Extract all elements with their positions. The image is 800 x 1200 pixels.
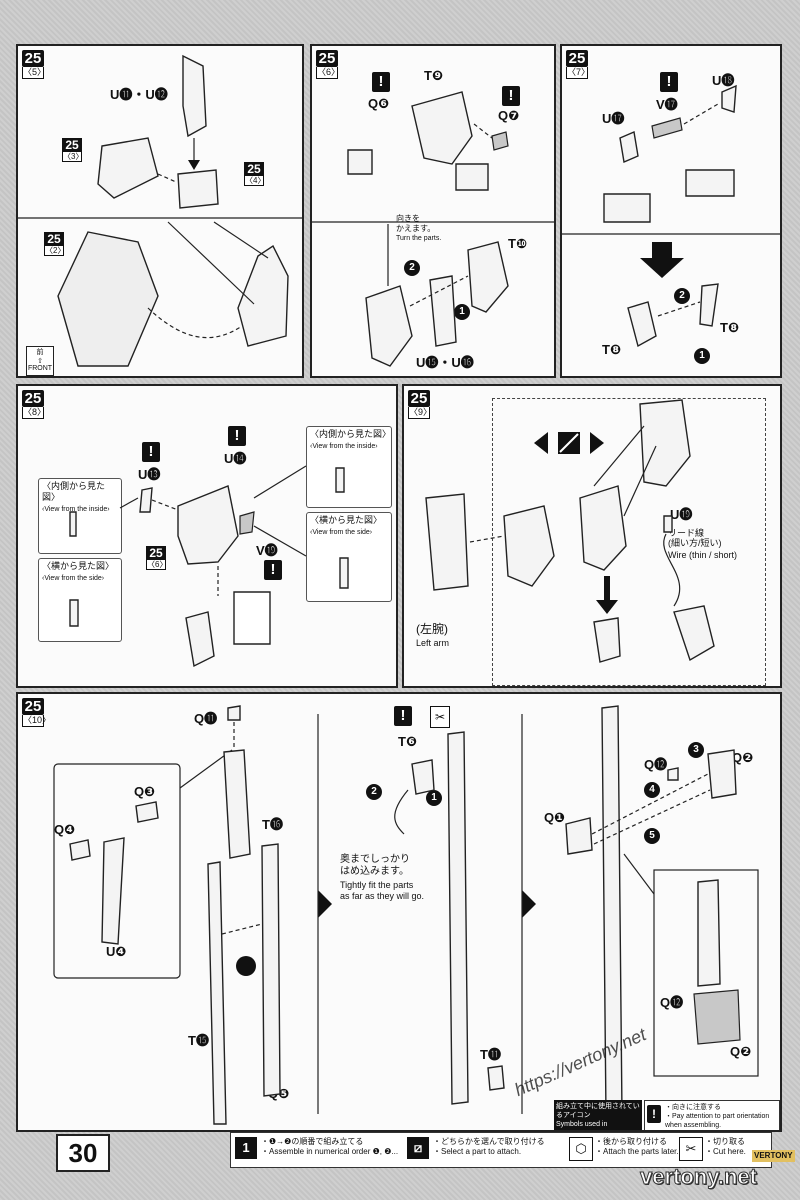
select-one-icon	[534, 430, 604, 456]
part-label-v17: V⓱	[656, 97, 678, 112]
panel-8-drawing	[69, 465, 349, 668]
caution-icon: !	[228, 426, 246, 446]
step-badge: 25〈5〉	[22, 50, 47, 79]
part-label-q4: Q❹	[54, 822, 76, 837]
legend-cut-here: ✂ ・切り取る・Cut here.	[679, 1135, 769, 1165]
part-label-t11: T⓫	[480, 1047, 501, 1062]
cut-icon: ✂	[679, 1137, 703, 1161]
cut-icon: ✂	[430, 706, 450, 728]
part-label-q3: Q❸	[134, 784, 156, 799]
part-label-q7: Q❼	[498, 108, 520, 123]
legend-numerical-order: 1 ・❶→❷の順番で組み立てる・Assemble in numerical or…	[235, 1135, 398, 1165]
wire-label-jp: リード線 (細い方/短い)	[668, 528, 722, 548]
panel-step-25-5: 25〈5〉 U⓫・U⓬ 25〈3〉 25〈4〉 25〈2〉 前 ⇧ FRONT	[16, 44, 304, 378]
caution-icon: !	[372, 72, 390, 92]
part-label-t9: T❾	[424, 68, 443, 83]
watermark-side: VERTONY	[752, 1150, 795, 1162]
panel-10-drawing	[53, 705, 759, 1125]
step-number-4: 4	[644, 782, 660, 798]
part-label-q12-top: Q⓬	[644, 757, 668, 772]
reference-badge-25-3: 25〈3〉	[62, 138, 84, 162]
front-indicator: 前 ⇧ FRONT	[26, 346, 54, 376]
attach-later-icon: ⬡	[569, 1137, 593, 1161]
panel-7-drawing	[562, 84, 780, 348]
inside-view-box-right: 〈内側から見た図〉 ‹View from the inside›	[306, 426, 392, 508]
part-label-u11-u12: U⓫・U⓬	[110, 87, 168, 102]
panel-6-drawing	[312, 91, 554, 367]
part-label-u15-u16: U⓯・U⓰	[416, 355, 474, 370]
part-label-q6: Q❻	[368, 96, 390, 111]
side-view-box-right: 〈横から見た図〉 ‹View from the side›	[306, 512, 392, 602]
part-label-u17: U⓱	[602, 111, 625, 126]
panel-step-25-9: 25〈9〉 U⓳ リード線 (細い方/短い) Wire (thin / shor…	[402, 384, 782, 688]
reference-badge-25-2: 25〈2〉	[44, 232, 66, 256]
part-label-q2-detail: Q❷	[730, 1044, 752, 1059]
left-arm-en: Left arm	[416, 638, 450, 648]
step-number-5: 5	[644, 828, 660, 844]
watermark-brand: vertony.net	[640, 1164, 758, 1190]
step-number-1: 1	[454, 304, 470, 320]
caution-icon: !	[394, 706, 412, 726]
step-badge: 25〈7〉	[566, 50, 591, 79]
part-label-u13: U⓭	[138, 467, 161, 482]
part-label-v19: V⓳	[256, 543, 278, 558]
select-part-icon: ⧄	[407, 1137, 429, 1159]
caution-icon: !	[142, 442, 160, 462]
part-label-t15: T⓯	[188, 1033, 209, 1048]
part-label-u18: U⓲	[712, 73, 735, 88]
turn-parts-jp: 向きを かえます。	[396, 214, 436, 233]
step-badge: 25〈9〉	[408, 390, 433, 419]
part-label-t8-left: T❽	[602, 342, 621, 357]
wire-label-en: Wire (thin / short)	[668, 550, 738, 560]
part-label-u14: U⓮	[224, 451, 247, 466]
panel-step-25-8: 25〈8〉 ! U⓭ ! U⓮ V⓳ ! 25〈6〉 〈内側から見た図〉 ‹Vi…	[16, 384, 398, 688]
step-number-2: 2	[674, 288, 690, 304]
part-label-u4: U❹	[106, 944, 127, 959]
caution-icon: !	[502, 86, 520, 106]
page-number: 30	[56, 1134, 110, 1172]
symbols-note: 組み立て中に使用されているアイコン Symbols used in instru…	[554, 1100, 642, 1130]
side-view-box-left: 〈横から見た図〉 ‹View from the side›	[38, 558, 122, 642]
step-number-2: 2	[404, 260, 420, 276]
front-arrow-icon: ⇧	[37, 358, 43, 365]
part-label-u19: U⓳	[670, 507, 693, 522]
part-label-t6: T❻	[398, 734, 417, 749]
inside-view-box-left: 〈内側から見た図〉 ‹View from the inside›	[38, 478, 122, 554]
tightly-fit-jp: 奥までしっかり はめ込みます。	[340, 854, 410, 877]
panel-step-25-10: 25〈10〉 Q⓫ Q❸ Q❹ U❹ T⓰ T⓯ Q❺ ! ✂ T❻ 奥までしっ…	[16, 692, 782, 1132]
numerical-order-icon: 1	[235, 1137, 257, 1159]
caution-icon: !	[660, 72, 678, 92]
step-number-3: 3	[688, 742, 704, 758]
panel-9-drawing	[425, 399, 715, 663]
step-number-2: 2	[366, 784, 382, 800]
step-number-1: 1	[694, 348, 710, 364]
caution-icon: !	[647, 1105, 661, 1123]
part-label-q11: Q⓫	[194, 711, 218, 726]
reference-badge-25-6: 25〈6〉	[146, 546, 168, 570]
legend-attach-later: ⬡ ・後から取り付ける・Attach the parts later.	[569, 1135, 679, 1165]
part-label-t8-right: T❽	[720, 320, 739, 335]
caution-icon: !	[264, 560, 282, 580]
step-badge: 25〈10〉	[22, 698, 52, 727]
part-label-q1: Q❶	[544, 810, 566, 825]
left-arm-jp: (左腕)	[416, 622, 448, 636]
step-badge: 25〈8〉	[22, 390, 47, 419]
panel-5-drawing	[18, 54, 302, 367]
reference-badge-25-4: 25〈4〉	[244, 162, 266, 186]
tightly-fit-en: Tightly fit the parts as far as they wil…	[340, 880, 425, 901]
symbol-legend: 1 ・❶→❷の順番で組み立てる・Assemble in numerical or…	[230, 1132, 772, 1168]
part-label-t16: T⓰	[262, 817, 283, 832]
selection-area	[492, 398, 766, 686]
panel-step-25-7: 25〈7〉 U⓲ ! V⓱ U⓱ T❽ T❽ 2 1	[560, 44, 782, 378]
step-badge: 25〈6〉	[316, 50, 341, 79]
turn-parts-en: Turn the parts.	[396, 235, 442, 242]
part-label-q2-top: Q❷	[732, 750, 754, 765]
part-label-t10: T❿	[508, 236, 527, 251]
step-number-1: 1	[426, 790, 442, 806]
panel-step-25-6: 25〈6〉 ! T❾ Q❻ ! Q❼ 向きを かえます。 Turn the pa…	[310, 44, 556, 378]
part-label-q12-detail: Q⓬	[660, 995, 684, 1010]
orientation-note: ! ・向きに注意する ・Pay attention to part orient…	[644, 1100, 780, 1130]
legend-select-part: ⧄ ・どちらかを選んで取り付ける・Select a part to attach…	[407, 1135, 557, 1165]
